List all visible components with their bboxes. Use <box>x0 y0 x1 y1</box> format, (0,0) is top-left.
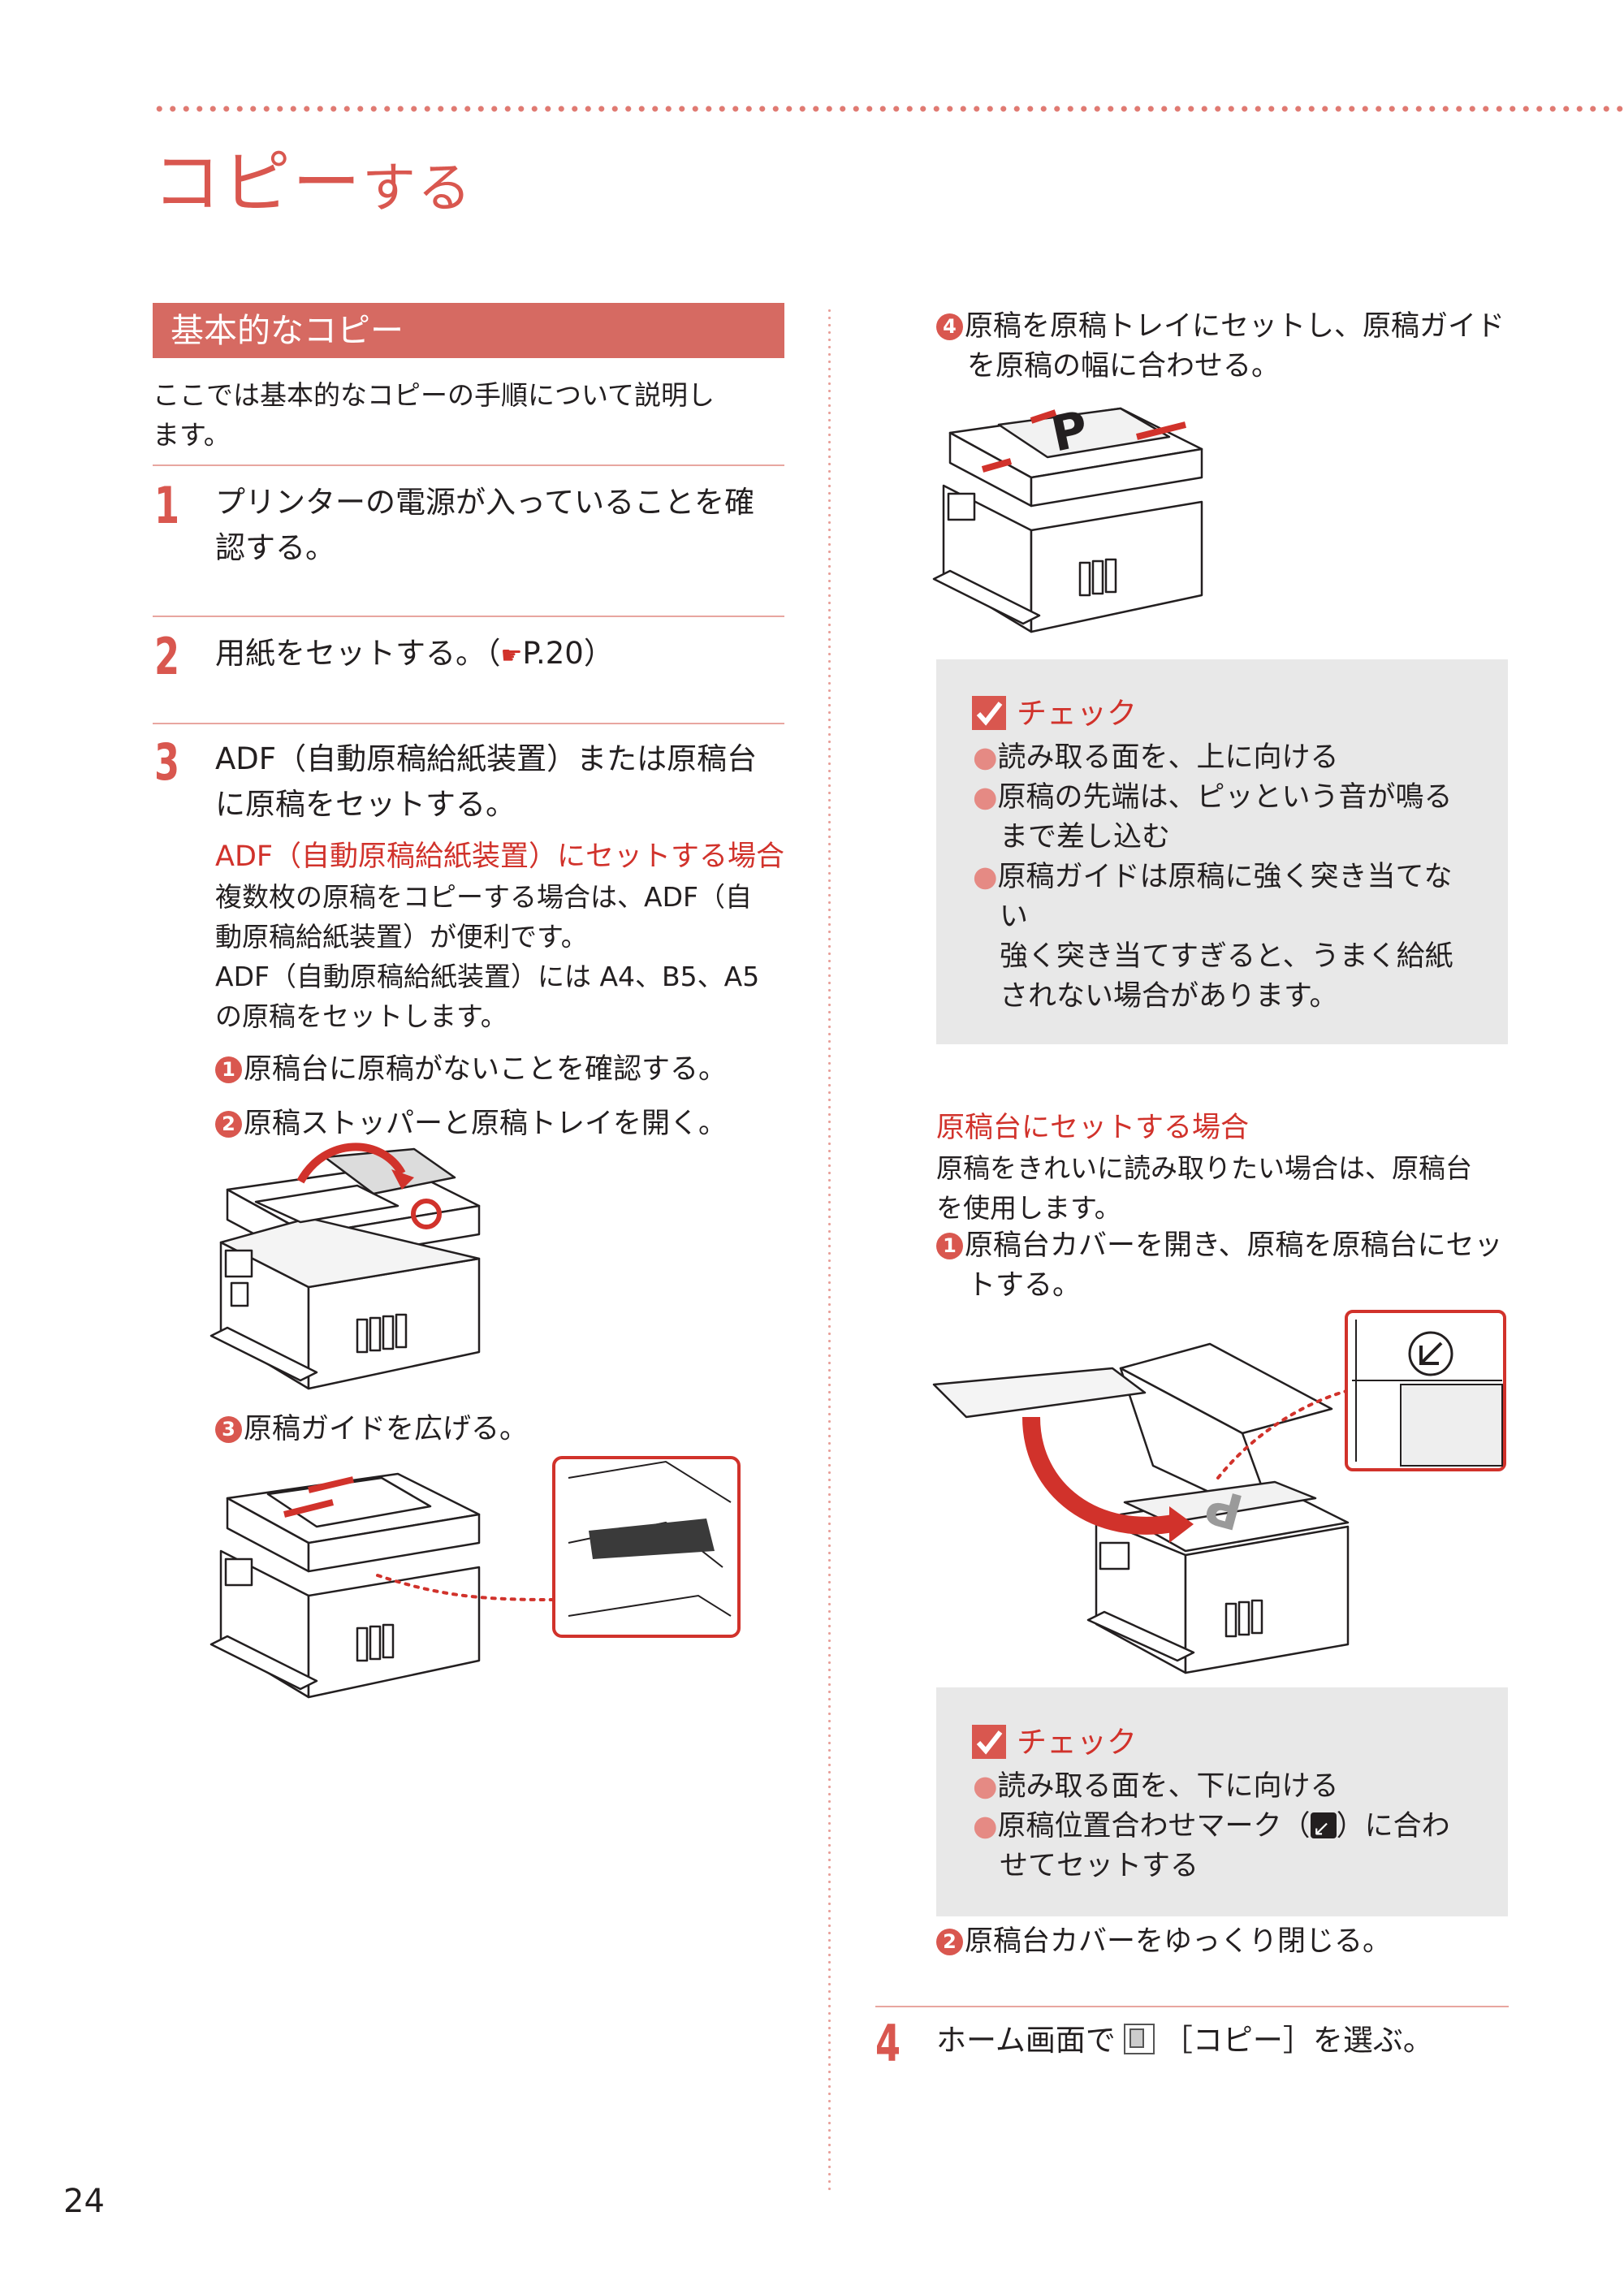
step-line: ADF（自動原稿給紙装置）または原稿台 <box>215 741 758 776</box>
top-dotted-divider <box>153 106 1624 112</box>
page-title: コピーする <box>153 128 473 227</box>
bullet-icon: ● <box>973 861 998 893</box>
check-box-2 <box>936 1687 1508 1916</box>
page-title-main: コピー <box>153 143 363 222</box>
divider <box>153 616 784 617</box>
check-item: 読み取る面を、下に向ける <box>997 1770 1339 1803</box>
adf-desc-line: ADF（自動原稿給紙装置）には A4、B5、A5 <box>215 961 760 992</box>
check-item: 原稿の先端は、ピッという音が鳴る <box>997 781 1453 814</box>
step-3-text: ADF（自動原稿給紙装置）または原稿台 に原稿をセットする。 <box>215 737 757 827</box>
platen-glass-illustration: P <box>932 1310 1506 1674</box>
adf-desc-line: 複数枚の原稿をコピーする場合は、ADF（自 <box>215 881 752 913</box>
platen-description: 原稿をきれいに読み取りたい場合は、原稿台 を使用します。 <box>936 1148 1472 1228</box>
check-box-1 <box>936 659 1508 1044</box>
intro-line: ます。 <box>153 419 231 451</box>
divider <box>153 723 784 724</box>
platen-desc-line: 原稿をきれいに読み取りたい場合は、原稿台 <box>936 1152 1472 1184</box>
platen-substep-1-text: 原稿台カバーを開き、原稿を原稿台にセッ <box>965 1229 1503 1262</box>
bullet-icon: ● <box>973 741 998 774</box>
check-item-cont: 強く突き当てすぎると、うまく給紙 <box>1000 940 1453 973</box>
step-4-text-end: ［コピー］を選ぶ。 <box>1162 2023 1433 2058</box>
intro-line: ここでは基本的なコピーの手順について説明し <box>153 379 715 411</box>
check-item: 読み取る面を、上に向ける <box>997 741 1339 774</box>
adf-substep-1-text: 原稿台に原稿がないことを確認する。 <box>244 1053 728 1086</box>
circled-number-1: 1 <box>215 1056 242 1083</box>
page-reference-link[interactable]: P.20 <box>522 636 584 671</box>
page-number: 24 <box>63 2183 105 2220</box>
copy-icon <box>1123 2024 1155 2054</box>
bullet-icon: ● <box>973 1770 998 1803</box>
intro-text: ここでは基本的なコピーの手順について説明し ます。 <box>153 375 715 455</box>
step-1-text: プリンターの電源が入っていることを確 認する。 <box>215 480 754 571</box>
check-item-cont: せてセットする <box>1000 1850 1199 1882</box>
divider <box>875 2006 1509 2007</box>
step-4-text: ホーム画面で ［コピー］を選ぶ。 <box>936 2018 1433 2063</box>
check-item-cont: されない場合があります。 <box>1000 980 1338 1013</box>
step-2-text-end: ） <box>583 636 614 671</box>
check-item: 原稿ガイドは原稿に強く突き当てな <box>997 861 1453 893</box>
adf-substep-2-text: 原稿ストッパーと原稿トレイを開く。 <box>244 1108 728 1140</box>
adf-heading: ADF（自動原稿給紙装置）にセットする場合 <box>215 840 785 873</box>
check-2-list: ●読み取る面を、下に向ける ●原稿位置合わせマーク（↙）に合わ せてセットする <box>973 1767 1450 1886</box>
platen-desc-line: を使用します。 <box>936 1192 1121 1224</box>
circled-number-2: 2 <box>215 1111 242 1138</box>
copy-icon-page <box>1129 2028 1144 2048</box>
adf-substep-3-text: 原稿ガイドを広げる。 <box>244 1413 529 1445</box>
document-guide-illustration <box>209 1456 741 1699</box>
step-number: 3 <box>154 732 180 792</box>
circled-number-4: 4 <box>936 313 963 340</box>
platen-substep-1-text: トする。 <box>967 1269 1082 1302</box>
bullet-icon: ● <box>973 1810 998 1843</box>
adf-desc-line: 動原稿給紙装置）が便利です。 <box>215 921 588 953</box>
pointing-hand-icon: ☛ <box>500 642 523 670</box>
adf-desc-line: の原稿をセットします。 <box>215 1000 508 1032</box>
step-number: 4 <box>875 2014 901 2073</box>
circled-number-3: 3 <box>215 1416 242 1443</box>
circled-number-2: 2 <box>936 1929 963 1955</box>
bullet-icon: ● <box>973 781 998 814</box>
check-item-cont: まで差し込む <box>1000 821 1171 853</box>
alignment-mark-icon-arrow: ↙ <box>1312 1817 1331 1841</box>
check-item: ）に合わ <box>1336 1810 1450 1843</box>
step-line: プリンターの電源が入っていることを確 <box>215 485 755 520</box>
divider <box>153 464 784 466</box>
platen-heading: 原稿台にセットする場合 <box>936 1112 1250 1144</box>
step-2-text-main: 用紙をセットする。（ <box>215 636 501 671</box>
step-line: 認する。 <box>215 530 335 565</box>
checkmark-icon <box>972 1725 1006 1759</box>
check-label: チェック <box>1017 1725 1137 1760</box>
adf-substep-4-text: を原稿の幅に合わせる。 <box>967 350 1281 382</box>
step-line: に原稿をセットする。 <box>215 787 516 822</box>
check-label: チェック <box>1017 696 1137 731</box>
circled-number-1: 1 <box>936 1233 963 1259</box>
document-in-tray-illustration: P <box>932 400 1203 633</box>
platen-substep-2-text: 原稿台カバーをゆっくり閉じる。 <box>965 1925 1392 1958</box>
step-2-text[interactable]: 用紙をセットする。（☛P.20） <box>215 631 614 679</box>
check-item: 原稿位置合わせマーク（ <box>997 1810 1311 1843</box>
printer-adf-open-illustration <box>209 1143 481 1390</box>
section-heading: 基本的なコピー <box>153 303 784 358</box>
adf-description: 複数枚の原稿をコピーする場合は、ADF（自 動原稿給紙装置）が便利です。 ADF… <box>215 877 759 1036</box>
page-title-suffix: する <box>362 157 473 219</box>
adf-substep-4-text: 原稿を原稿トレイにセットし、原稿ガイド <box>965 310 1505 343</box>
column-separator <box>828 307 831 2191</box>
step-4-text-main: ホーム画面で <box>936 2023 1116 2058</box>
check-item-cont: い <box>1000 901 1029 933</box>
step-number: 2 <box>154 627 180 686</box>
step-number: 1 <box>154 476 180 535</box>
check-1-list: ●読み取る面を、上に向ける ●原稿の先端は、ピッという音が鳴る まで差し込む ●… <box>973 738 1453 1017</box>
alignment-mark-icon: ↙ <box>1310 1812 1337 1841</box>
checkmark-icon <box>972 696 1006 730</box>
